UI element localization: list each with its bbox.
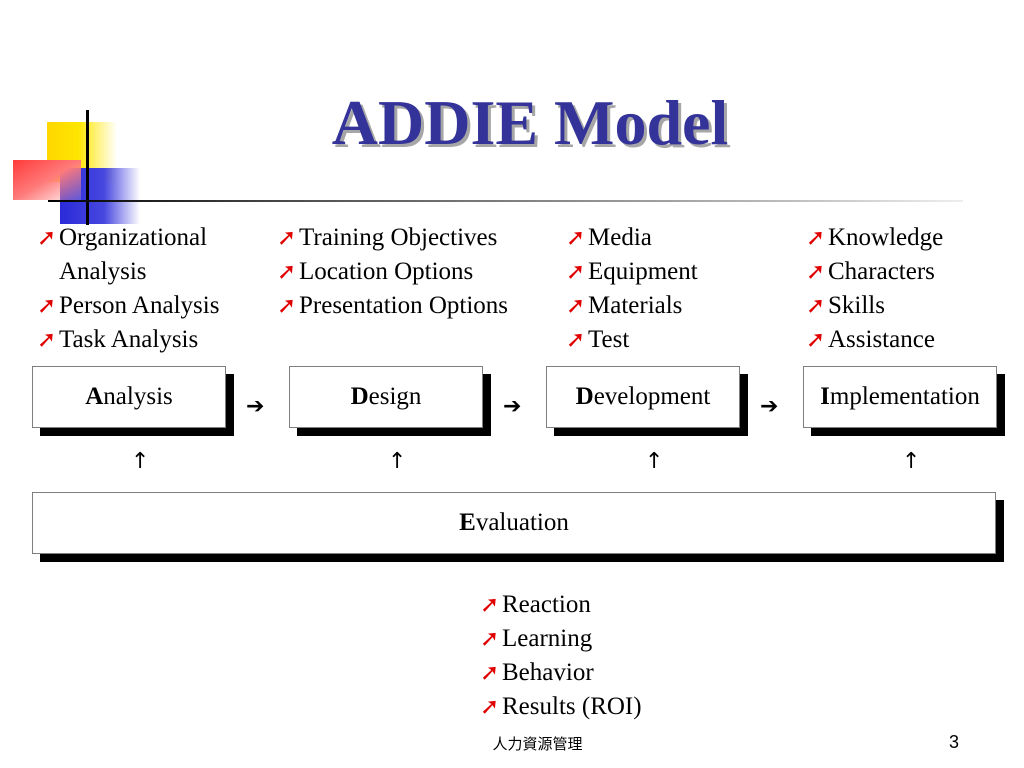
footer-text: 人力資源管理 bbox=[492, 735, 583, 753]
decor-vertical-line bbox=[86, 110, 89, 225]
north-east-arrow-icon: ➚ bbox=[480, 694, 500, 719]
list-item: ➚Behavior bbox=[480, 656, 642, 690]
north-east-arrow-icon: ➚ bbox=[277, 259, 297, 284]
list-item: ➚Organizational Analysis bbox=[37, 221, 267, 289]
list-item: ➚Training Objectives bbox=[277, 221, 508, 255]
title-underline bbox=[48, 200, 963, 202]
design-label: Design bbox=[350, 383, 422, 410]
north-east-arrow-icon: ➚ bbox=[566, 259, 586, 284]
list-item: ➚Learning bbox=[480, 622, 642, 656]
right-arrow-icon: ➔ bbox=[760, 394, 779, 419]
implementation-box: Implementation bbox=[803, 366, 997, 428]
development-list: ➚Media ➚Equipment ➚Materials ➚Test bbox=[566, 221, 698, 357]
north-east-arrow-icon: ➚ bbox=[480, 626, 500, 651]
north-east-arrow-icon: ➚ bbox=[480, 592, 500, 617]
right-arrow-icon: ➔ bbox=[503, 394, 522, 419]
analysis-box: Analysis bbox=[32, 366, 226, 428]
list-item: ➚Materials bbox=[566, 289, 698, 323]
up-arrow-icon: ↑ bbox=[131, 449, 150, 474]
list-item: ➚Characters bbox=[806, 255, 943, 289]
north-east-arrow-icon: ➚ bbox=[37, 293, 57, 318]
north-east-arrow-icon: ➚ bbox=[277, 293, 297, 318]
evaluation-box: Evaluation bbox=[32, 492, 996, 554]
north-east-arrow-icon: ➚ bbox=[566, 225, 586, 250]
list-item: ➚Location Options bbox=[277, 255, 508, 289]
development-box: Development bbox=[546, 366, 740, 428]
slide-title: ADDIE Model bbox=[331, 87, 729, 158]
north-east-arrow-icon: ➚ bbox=[566, 327, 586, 352]
list-item: ➚Test bbox=[566, 323, 698, 357]
decor-red-square bbox=[13, 160, 81, 200]
design-list: ➚Training Objectives ➚Location Options ➚… bbox=[277, 221, 508, 323]
north-east-arrow-icon: ➚ bbox=[277, 225, 297, 250]
north-east-arrow-icon: ➚ bbox=[37, 327, 57, 352]
list-item: ➚Media bbox=[566, 221, 698, 255]
north-east-arrow-icon: ➚ bbox=[806, 225, 826, 250]
up-arrow-icon: ↑ bbox=[902, 449, 921, 474]
north-east-arrow-icon: ➚ bbox=[37, 225, 57, 250]
list-item: ➚Presentation Options bbox=[277, 289, 508, 323]
north-east-arrow-icon: ➚ bbox=[566, 293, 586, 318]
list-item: ➚Equipment bbox=[566, 255, 698, 289]
list-item: ➚Assistance bbox=[806, 323, 943, 357]
list-item: ➚Task Analysis bbox=[37, 323, 267, 357]
list-item: ➚Results (ROI) bbox=[480, 690, 642, 724]
north-east-arrow-icon: ➚ bbox=[806, 293, 826, 318]
north-east-arrow-icon: ➚ bbox=[806, 259, 826, 284]
evaluation-label: Evaluation bbox=[459, 509, 569, 536]
implementation-list: ➚Knowledge ➚Characters ➚Skills ➚Assistan… bbox=[806, 221, 943, 357]
analysis-list: ➚Organizational Analysis ➚Person Analysi… bbox=[37, 221, 267, 357]
right-arrow-icon: ➔ bbox=[246, 394, 265, 419]
north-east-arrow-icon: ➚ bbox=[480, 660, 500, 685]
page-number: 3 bbox=[949, 732, 960, 752]
design-box: Design bbox=[289, 366, 483, 428]
list-item: ➚Person Analysis bbox=[37, 289, 267, 323]
list-item: ➚Knowledge bbox=[806, 221, 943, 255]
up-arrow-icon: ↑ bbox=[388, 449, 407, 474]
up-arrow-icon: ↑ bbox=[645, 449, 664, 474]
evaluation-list: ➚Reaction ➚Learning ➚Behavior ➚Results (… bbox=[480, 588, 642, 724]
north-east-arrow-icon: ➚ bbox=[806, 327, 826, 352]
analysis-label: Analysis bbox=[85, 383, 173, 410]
development-label: Development bbox=[575, 383, 711, 410]
list-item: ➚Skills bbox=[806, 289, 943, 323]
implementation-label: Implementation bbox=[820, 383, 980, 410]
list-item: ➚Reaction bbox=[480, 588, 642, 622]
